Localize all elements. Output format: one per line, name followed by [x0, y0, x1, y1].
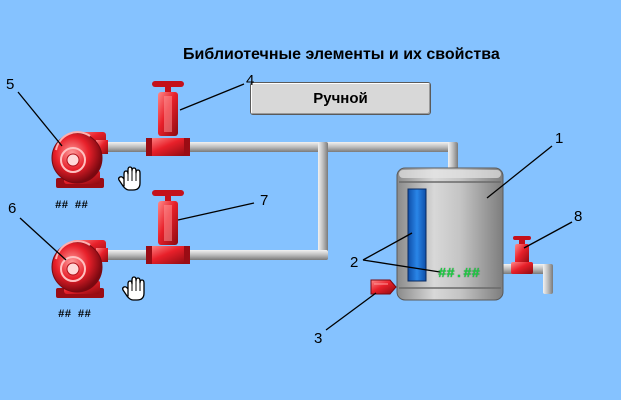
hand-cursor-icon[interactable] [122, 276, 145, 301]
tank-level-readout: ##.## [438, 266, 481, 282]
callout-label-pump-top: 5 [6, 76, 15, 93]
leader-line-5 [17, 91, 63, 147]
pump-bottom-readout: ## ## [58, 309, 92, 321]
arrow-valve-icon [370, 279, 397, 295]
pump-bottom[interactable] [51, 240, 108, 298]
leader-lines [17, 83, 573, 331]
callout-label-level-indicator: 2 [350, 254, 359, 271]
small-valve-icon [511, 236, 533, 274]
centrifugal-pump-icon [51, 240, 108, 298]
gate-valve-icon [146, 81, 190, 156]
callout-label-valve-top: 4 [246, 72, 255, 89]
callout-label-valve-bottom: 7 [260, 192, 269, 209]
mode-toggle-label: Ручной [313, 90, 368, 107]
valve-bottom[interactable] [146, 190, 190, 264]
pump-top[interactable] [51, 131, 108, 188]
page-title: Библиотечные элементы и их свойства [183, 46, 500, 63]
leader-line-3 [325, 292, 377, 331]
leader-line-2b [362, 259, 441, 273]
callout-label-drain-valve: 8 [574, 208, 583, 225]
callout-label-pump-bottom: 6 [8, 200, 17, 217]
valve-top[interactable] [146, 81, 190, 156]
drain-valve[interactable] [511, 236, 533, 274]
leader-line-1 [486, 145, 553, 199]
callout-label-tank: 1 [555, 130, 564, 147]
feed-valve[interactable] [370, 279, 397, 295]
callout-label-feed-valve: 3 [314, 330, 323, 347]
leader-line-6 [19, 217, 67, 261]
gate-valve-icon [146, 190, 190, 264]
hand-cursor-icon[interactable] [118, 166, 141, 191]
leader-line-7 [177, 202, 255, 221]
pump-top-readout: ## ## [55, 200, 89, 212]
mode-toggle-button[interactable]: Ручной [250, 82, 431, 115]
centrifugal-pump-icon [51, 131, 108, 188]
leader-line-4 [179, 83, 245, 111]
leader-line-8 [523, 221, 573, 249]
leader-line-2a [362, 232, 413, 261]
tank[interactable] [396, 167, 504, 301]
